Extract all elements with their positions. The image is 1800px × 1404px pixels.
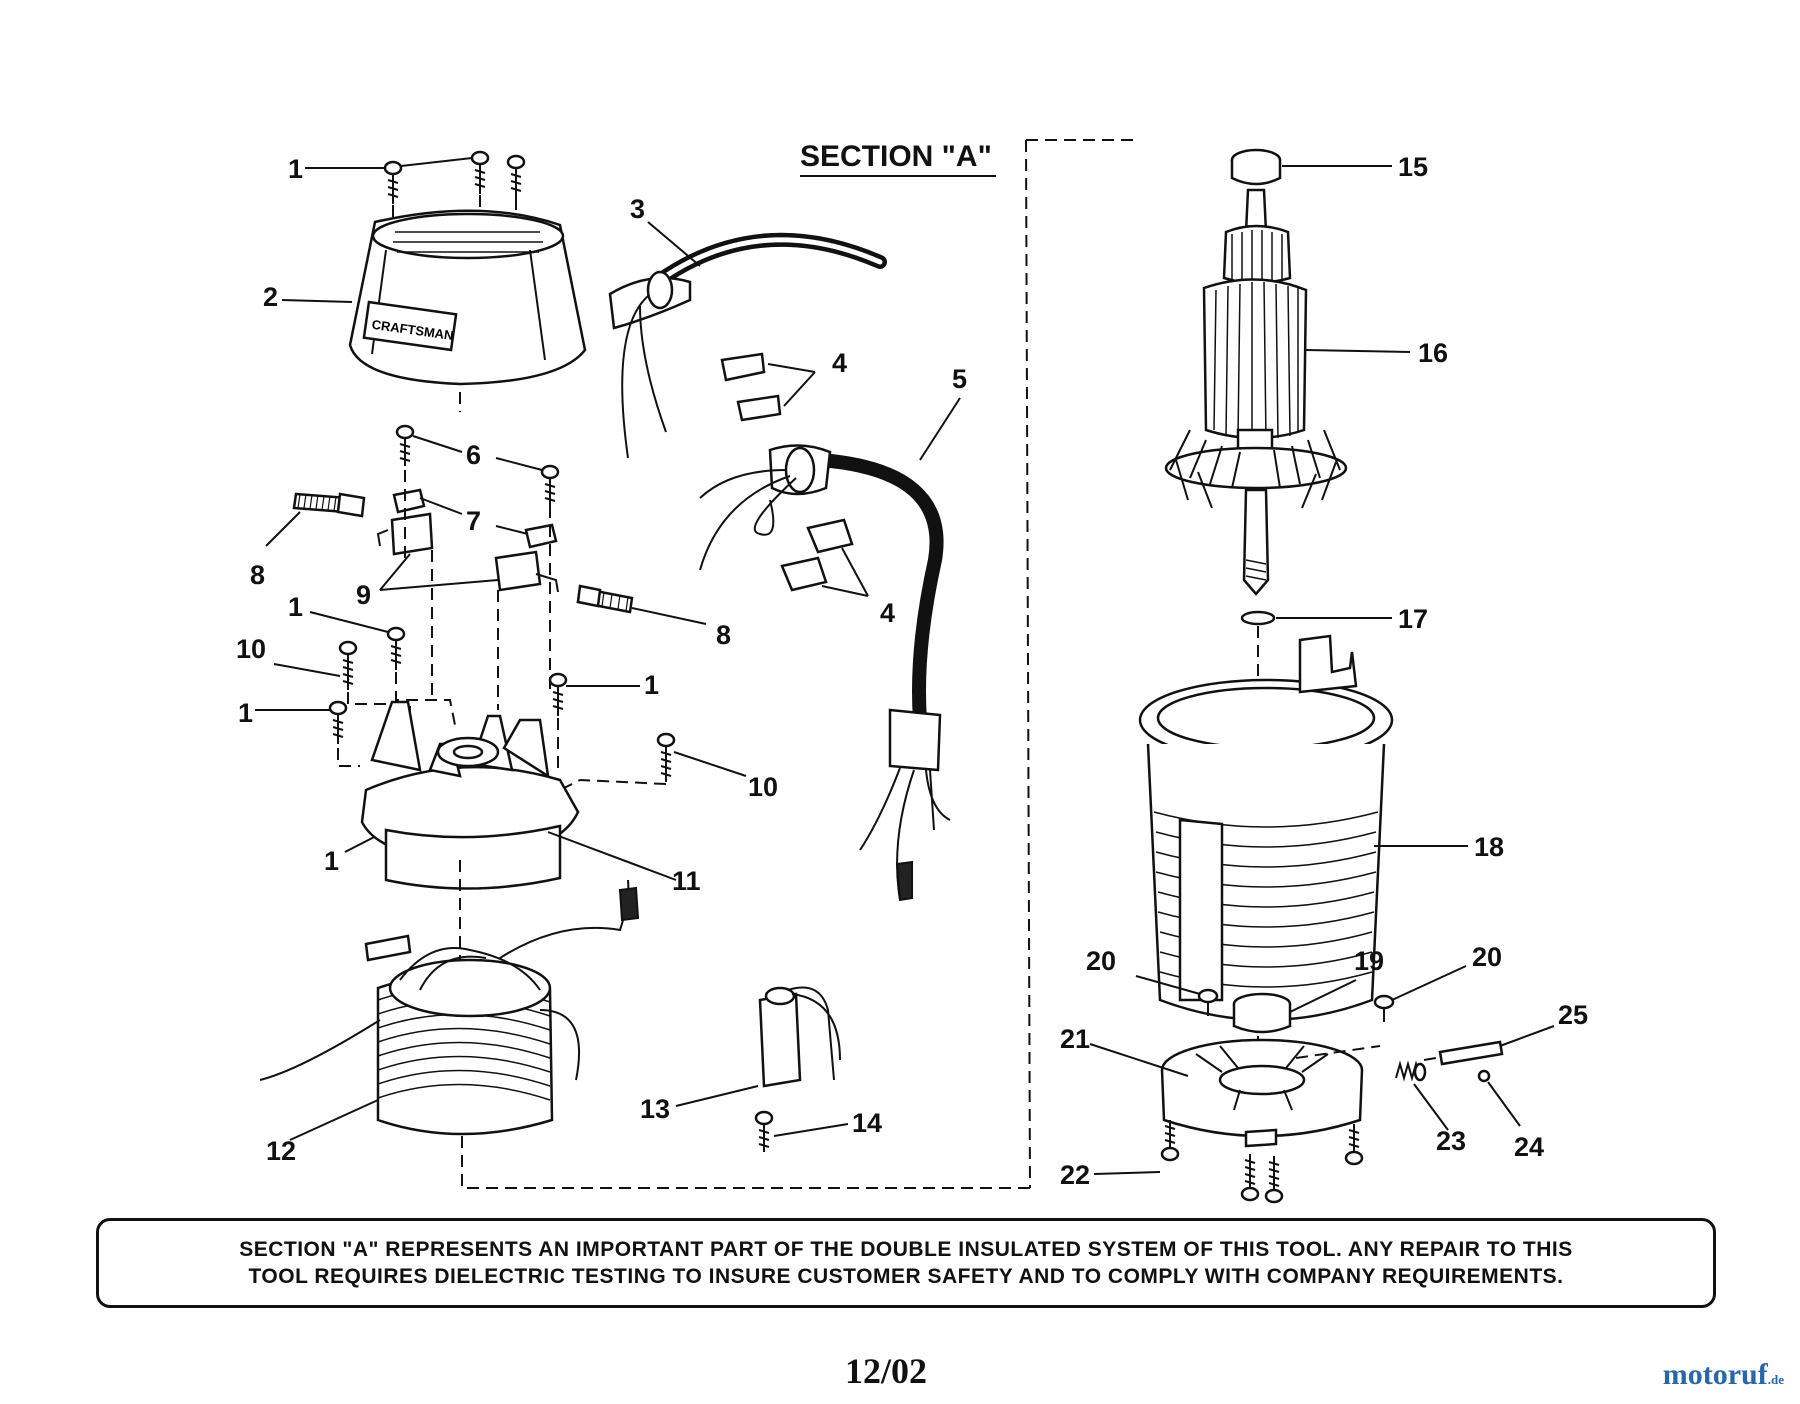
part-brush-clip-7: [392, 488, 558, 549]
callout-18: 18: [1474, 832, 1504, 862]
part-armature-16: [1164, 188, 1411, 596]
callout-15: 15: [1398, 152, 1428, 182]
part-brush-holder-9: [376, 512, 559, 593]
callout-4-upper: 4: [832, 348, 847, 378]
callout-10-left: 10: [236, 634, 266, 664]
leader-3: [647, 221, 701, 267]
part-carbon-brush-8: [265, 492, 707, 625]
callout-1-top: 1: [288, 154, 303, 184]
part-spring-23: [1395, 1060, 1449, 1131]
notice-line-1: SECTION "A" REPRESENTS AN IMPORTANT PART…: [239, 1238, 1573, 1261]
callout-7: 7: [466, 506, 481, 536]
callout-12: 12: [266, 1136, 296, 1166]
part-motor-housing-18: [1138, 634, 1468, 1060]
double-insulation-notice: SECTION "A" REPRESENTS AN IMPORTANT PART…: [96, 1218, 1716, 1308]
callout-22: 22: [1060, 1160, 1090, 1190]
callout-1-c: 1: [238, 698, 253, 728]
callout-6: 6: [466, 440, 481, 470]
part-bearing-15: [1230, 148, 1392, 186]
part-power-cord-3: [608, 232, 887, 459]
callout-4-lower: 4: [880, 598, 895, 628]
callout-14: 14: [852, 1108, 882, 1138]
callout-5: 5: [952, 364, 967, 394]
callout-1-d: 1: [644, 670, 659, 700]
leader-5: [919, 397, 961, 461]
callout-13: 13: [640, 1094, 670, 1124]
part-end-frame-11: [360, 700, 677, 890]
callout-19: 19: [1354, 946, 1384, 976]
page-number: 12/02: [845, 1351, 928, 1391]
callout-17: 17: [1398, 604, 1428, 634]
section-title: SECTION "A": [800, 140, 992, 173]
callout-25: 25: [1558, 1000, 1588, 1030]
part-shaft-25: [1295, 1025, 1555, 1066]
callout-21: 21: [1060, 1024, 1090, 1054]
section-a-boundary: [461, 139, 1140, 1189]
part-power-cord-5: [699, 444, 951, 902]
callout-2: 2: [263, 282, 278, 312]
brush-assembly-guides: [404, 470, 551, 710]
part-brush-screws-6: [395, 424, 560, 506]
callout-23: 23: [1436, 1126, 1466, 1156]
part-bearing-19: [1232, 979, 1357, 1034]
part-frame-screws: [255, 611, 747, 853]
callout-24: 24: [1514, 1132, 1544, 1162]
callout-3: 3: [630, 194, 645, 224]
callout-11: 11: [672, 866, 701, 896]
brand-label-plate: [362, 300, 458, 352]
callout-9: 9: [356, 580, 371, 610]
part-end-bell-21: [1089, 1038, 1364, 1148]
part-housing-top: CRAFTSMAN: [348, 209, 587, 412]
notice-line-2: TOOL REQUIRES DIELECTRIC TESTING TO INSU…: [248, 1265, 1564, 1288]
leader-2: [281, 299, 353, 303]
watermark-logo: motoruf.de: [1663, 1358, 1784, 1392]
callout-10-right: 10: [748, 772, 778, 802]
callout-8-left: 8: [250, 560, 265, 590]
callout-20-right: 20: [1472, 942, 1502, 972]
callout-1-b: 1: [288, 592, 303, 622]
part-pin-24: [1477, 1069, 1521, 1127]
part-screws-20: [1135, 965, 1467, 1022]
watermark-suffix: .de: [1767, 1372, 1784, 1387]
callout-16: 16: [1418, 338, 1448, 368]
callout-1-e: 1: [324, 846, 339, 876]
part-screw-14: [754, 1110, 849, 1152]
part-wire-nut-upper: [720, 352, 816, 422]
part-field-coil-12: [259, 879, 640, 1141]
callout-20-left: 20: [1086, 946, 1116, 976]
part-capacitor-13: [675, 986, 841, 1107]
part-wire-nut-lower: [780, 518, 869, 597]
part-screws-22: [1093, 1120, 1364, 1204]
part-screw-group-top: [305, 150, 526, 248]
watermark-main: motoruf: [1662, 1358, 1768, 1391]
callout-8-right: 8: [716, 620, 731, 650]
